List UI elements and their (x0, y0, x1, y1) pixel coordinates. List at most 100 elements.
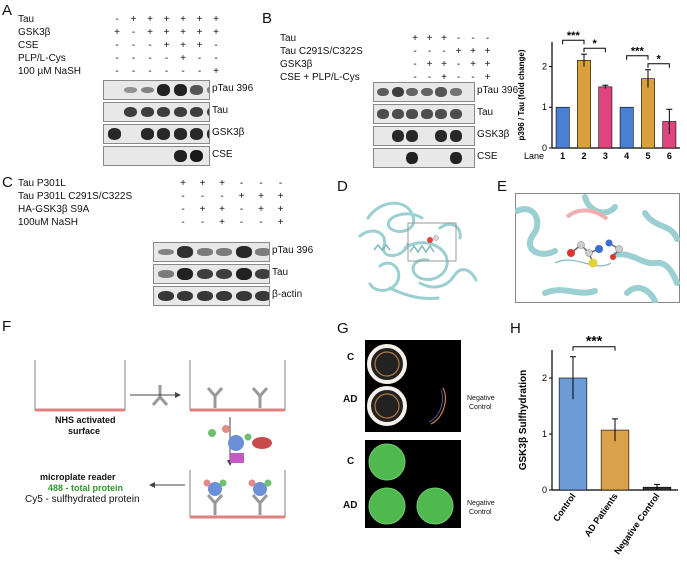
condition-mark: + (219, 178, 225, 189)
x-tick-label: 4 (624, 151, 629, 161)
x-axis-label: Lane (524, 151, 544, 161)
condition-row-name: GSK3β (18, 27, 51, 38)
blot-band (190, 149, 204, 163)
blot-label: pTau 396 (212, 83, 254, 94)
blot-band (157, 290, 174, 302)
bar (577, 60, 591, 149)
condition-mark: - (115, 40, 119, 51)
panel-f-label: F (2, 318, 12, 335)
cy5-well-image (365, 340, 461, 432)
condition-mark: + (219, 217, 225, 228)
condition-mark: + (147, 27, 153, 38)
x-tick-label: 1 (560, 151, 565, 161)
x-tick-label: Negative Control (612, 491, 661, 556)
blot-band (420, 109, 433, 119)
blot-band (190, 106, 204, 118)
condition-mark: - (427, 46, 432, 57)
significance-label: * (657, 54, 662, 66)
condition-mark: - (220, 191, 224, 202)
condition-mark: - (131, 27, 136, 38)
blot-band (235, 268, 252, 280)
bar (598, 86, 613, 149)
condition-mark: + (180, 53, 186, 64)
blot-band (140, 86, 154, 94)
condition-row-name: 100 µM NaSH (18, 66, 82, 77)
elisa-workflow-diagram (34, 360, 286, 519)
blot-band (157, 270, 174, 278)
condition-mark: + (163, 40, 170, 51)
blot-label: Tau (212, 105, 229, 116)
condition-row-name: CSE (18, 40, 39, 51)
panel-b-label: B (262, 10, 273, 27)
condition-mark: - (131, 40, 136, 51)
panel-a-label: A (2, 2, 13, 19)
blot-band (435, 87, 448, 97)
blot-band (235, 246, 252, 258)
condition-mark: + (130, 14, 137, 25)
blot-band (206, 106, 209, 118)
g-row-ad-label: AD (343, 394, 358, 405)
y-axis-label: GSK3β Sulfhydration (518, 370, 529, 471)
condition-mark: + (163, 14, 170, 25)
blot-band (449, 152, 462, 164)
panel-c-label: C (2, 174, 13, 191)
condition-mark: - (442, 46, 446, 57)
condition-mark: - (197, 66, 202, 77)
condition-mark: + (213, 66, 219, 77)
blot-band (435, 109, 448, 119)
condition-row-name: Tau P301L (18, 178, 66, 189)
western-blot-strip (373, 126, 475, 146)
g2-row-c-label: C (347, 456, 355, 467)
condition-mark: - (278, 178, 283, 189)
y-axis-label: p396 / Tau (fold change) (517, 49, 526, 140)
condition-row-name: Tau (18, 14, 35, 25)
bar (619, 106, 634, 149)
condition-mark: + (470, 46, 476, 57)
blot-band (406, 152, 419, 164)
condition-mark: - (181, 204, 185, 215)
blot-band (216, 248, 233, 256)
western-blot-strip (373, 104, 475, 124)
blot-label: β-actin (272, 289, 303, 300)
western-blot-strip (103, 80, 210, 100)
protein-structure-image (358, 201, 478, 300)
blot-band (124, 86, 138, 94)
condition-mark: + (180, 178, 186, 189)
total-protein-well-image (365, 440, 461, 528)
condition-mark: - (259, 178, 263, 189)
condition-mark: - (214, 53, 218, 64)
condition-mark: - (456, 33, 461, 44)
condition-mark: - (181, 217, 185, 228)
condition-row-name: 100uM NaSH (18, 217, 79, 228)
blot-band (124, 106, 138, 118)
condition-mark: + (163, 27, 170, 38)
blot-band (140, 106, 154, 118)
blot-label: CSE (477, 151, 498, 162)
condition-mark: - (148, 66, 152, 77)
g2-negative-label-1: Negative (467, 500, 495, 507)
western-blot-strip (153, 242, 270, 262)
g-negative-label-1: Negative (467, 395, 495, 402)
g-row-c-label: C (347, 352, 355, 363)
condition-mark: - (131, 66, 136, 77)
blot-label: GSK3β (477, 129, 510, 140)
nhs-surface-label-2: surface (68, 426, 101, 436)
y-tick-label: 1 (542, 102, 547, 112)
blot-band (216, 268, 233, 280)
binding-site-zoom-image (515, 193, 680, 303)
condition-mark: - (413, 59, 417, 70)
blot-band (255, 290, 269, 302)
blot-band (196, 268, 213, 280)
blot-band (157, 128, 171, 140)
blot-band (406, 87, 419, 97)
blot-band (206, 128, 209, 140)
condition-row-name: GSK3β (280, 59, 313, 70)
nhs-surface-label-1: NHS activated (55, 415, 116, 425)
condition-row-name: HA-GSK3β S9A (18, 204, 90, 215)
condition-mark: + (213, 14, 219, 25)
blot-band (157, 106, 171, 118)
y-tick-label: 0 (542, 143, 547, 153)
blot-band (190, 85, 204, 95)
blot-band (377, 109, 390, 119)
